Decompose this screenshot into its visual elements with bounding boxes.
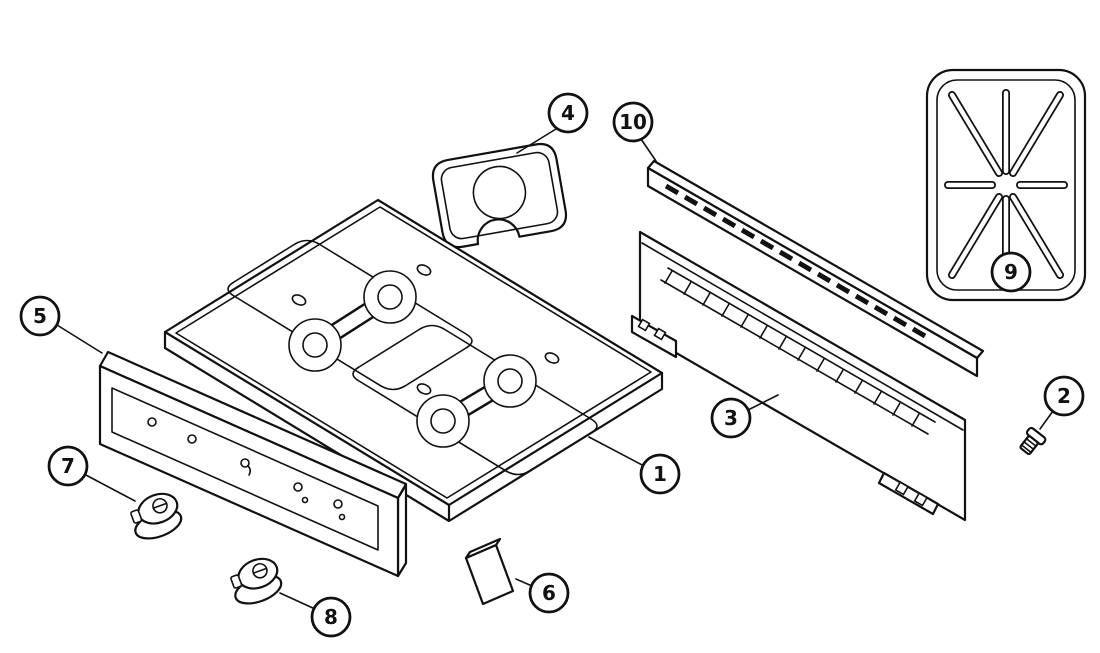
panel-face xyxy=(638,230,967,522)
leader-line xyxy=(83,473,136,502)
burner-center xyxy=(430,408,456,434)
callout-circle xyxy=(19,295,61,337)
grate-spokes-inner xyxy=(945,90,1067,280)
burner-opening xyxy=(416,394,470,448)
block-top-face xyxy=(464,537,502,560)
rail-front-face xyxy=(646,166,979,378)
callout-number: 8 xyxy=(324,605,338,629)
burner-bowl-plate xyxy=(431,142,568,249)
shaft-hole xyxy=(147,417,157,427)
burner-opening xyxy=(363,270,417,324)
vent-trim-rail xyxy=(646,159,985,378)
callout-number: 9 xyxy=(1004,260,1018,284)
shaft-hole xyxy=(293,482,303,492)
panel-top-fold-line xyxy=(641,242,964,431)
callout-number: 2 xyxy=(1057,384,1071,408)
plate-burner-hole xyxy=(472,165,527,220)
callout-4: 4 xyxy=(516,92,589,154)
control-knob-a xyxy=(130,492,183,540)
igniter-hole xyxy=(416,383,432,395)
burner-opening xyxy=(483,354,537,408)
callout-circle xyxy=(710,397,752,439)
shaft-hole xyxy=(187,434,197,444)
leader-line xyxy=(640,138,657,162)
panel-slot-band xyxy=(660,267,936,435)
igniter-hole xyxy=(291,294,307,306)
plate-inner-line xyxy=(440,151,559,240)
shaft-hole xyxy=(240,458,250,468)
body-side-panel xyxy=(630,230,967,522)
knob-pointer xyxy=(230,574,243,589)
callout-circle xyxy=(990,251,1032,293)
burner-center xyxy=(302,332,328,358)
callout-circle xyxy=(547,92,589,134)
leader-line xyxy=(279,592,316,610)
callout-circle xyxy=(1043,375,1085,417)
bracket-tab xyxy=(913,492,929,507)
callout-number: 3 xyxy=(724,406,738,430)
top-edge-thickness xyxy=(163,330,664,523)
leader-line xyxy=(515,578,533,587)
control-knob-b xyxy=(230,557,283,605)
leader-line xyxy=(1039,410,1054,430)
burner-recess-front xyxy=(352,324,598,476)
spacer-block xyxy=(464,537,515,606)
panel-end-face xyxy=(396,483,408,578)
callout-number: 1 xyxy=(653,462,667,486)
callout-number: 4 xyxy=(561,101,575,125)
shaft-hole xyxy=(333,499,343,509)
callout-number: 6 xyxy=(542,581,556,605)
leader-line xyxy=(588,436,645,467)
panel-front-face xyxy=(98,364,400,578)
igniter-hole xyxy=(544,352,560,364)
callout-8: 8 xyxy=(279,592,352,638)
callout-circle xyxy=(47,445,89,487)
main-top-panel xyxy=(163,198,664,523)
igniter-hole xyxy=(416,264,432,276)
burner-recess-rear xyxy=(227,239,473,391)
callout-10: 10 xyxy=(612,101,657,162)
screw xyxy=(1019,426,1047,456)
recess-outline xyxy=(352,324,598,476)
top-surface-rim xyxy=(175,206,652,499)
callout-circle xyxy=(528,572,570,614)
burner-center xyxy=(377,284,403,310)
callout-number: 10 xyxy=(619,110,647,134)
knob-pointer xyxy=(130,509,143,524)
small-hole xyxy=(338,513,346,521)
screw-threads xyxy=(1020,437,1037,454)
callout-5: 5 xyxy=(19,295,103,354)
panel-recess-line xyxy=(111,387,379,551)
burner-center xyxy=(497,368,523,394)
callout-1: 1 xyxy=(588,436,681,495)
callout-circle xyxy=(612,101,654,143)
bracket-tab xyxy=(894,481,910,496)
callout-circle xyxy=(639,453,681,495)
leader-line xyxy=(747,394,779,411)
callout-number: 7 xyxy=(61,454,75,478)
callout-6: 6 xyxy=(515,572,570,614)
panel-slot-ticks xyxy=(664,270,920,427)
callout-7: 7 xyxy=(47,445,136,502)
callout-number: 5 xyxy=(33,304,47,328)
flange-tab xyxy=(637,318,651,332)
knob-shaft-flat xyxy=(152,502,168,509)
leader-line xyxy=(56,324,103,354)
callout-9: 9 xyxy=(990,251,1032,293)
grate-outer-frame xyxy=(925,68,1087,302)
burner-grate xyxy=(925,68,1087,302)
leader-line xyxy=(516,128,557,154)
callout-circle xyxy=(310,596,352,638)
burner-opening xyxy=(288,318,342,372)
callout-3: 3 xyxy=(710,394,779,439)
hole-tail-mark xyxy=(247,465,252,476)
small-hole xyxy=(301,496,309,504)
knob-shaft-flat xyxy=(252,567,268,574)
rail-vent-slots xyxy=(664,183,927,339)
control-panel xyxy=(98,350,408,578)
recess-outline xyxy=(227,239,473,391)
callout-2: 2 xyxy=(1039,375,1085,430)
flange-tab xyxy=(653,327,667,341)
